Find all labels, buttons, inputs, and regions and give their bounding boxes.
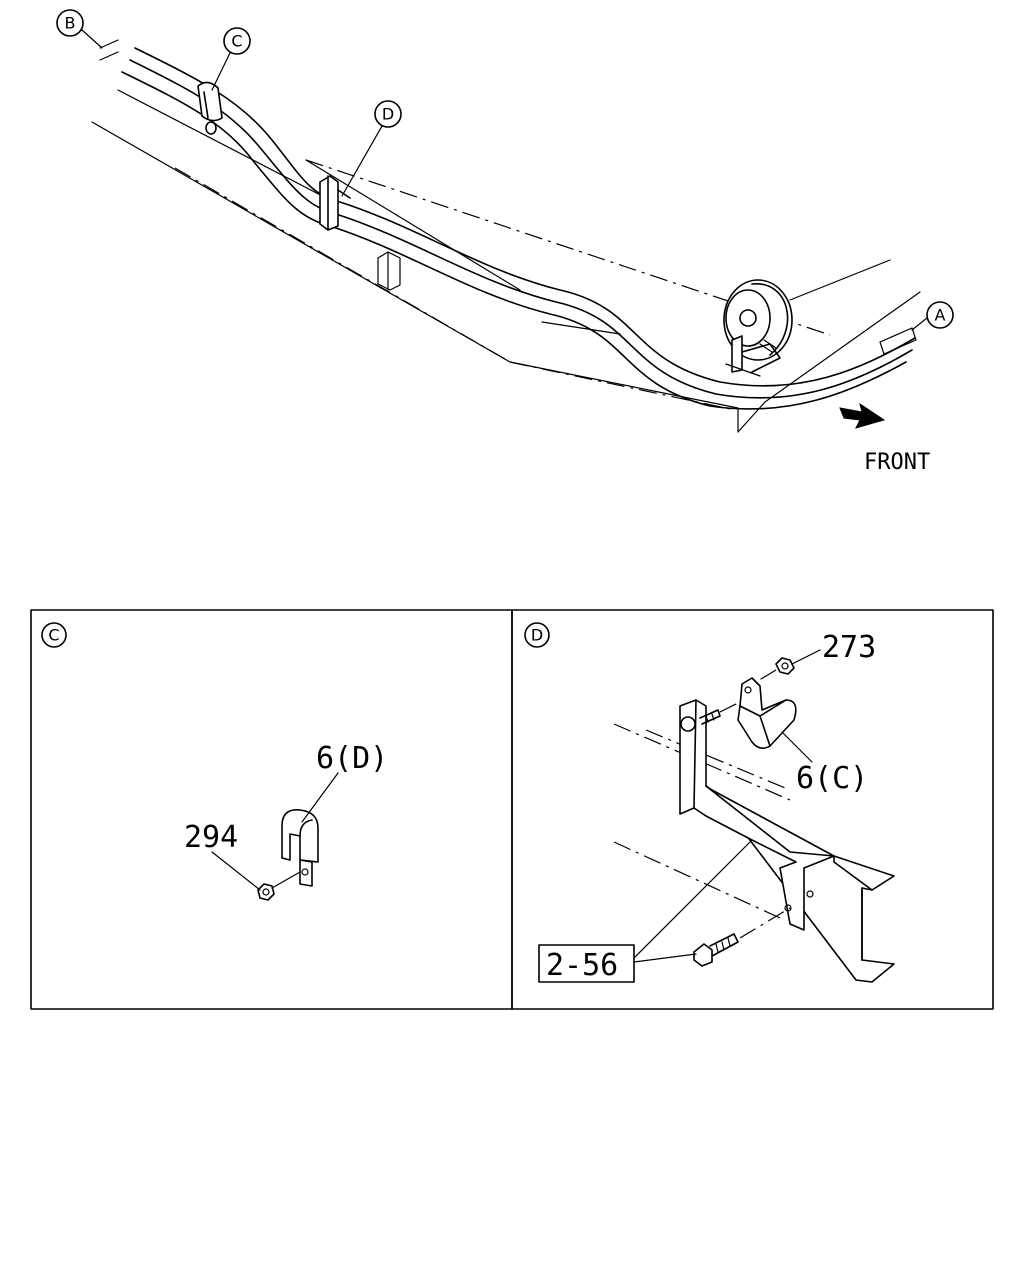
callout-d-label: D bbox=[382, 105, 394, 124]
part-label-2-56: 2-56 bbox=[546, 948, 618, 983]
part-label-6c: 6(C) bbox=[796, 761, 868, 796]
pipe-clip-c bbox=[197, 81, 223, 135]
hex-nut-294-icon bbox=[257, 871, 301, 901]
callout-c-label: C bbox=[231, 32, 242, 51]
callout-b-label: B bbox=[65, 14, 76, 33]
screw-icon bbox=[699, 699, 745, 725]
canister bbox=[723, 279, 793, 377]
front-label: FRONT bbox=[864, 450, 930, 475]
callout-a: A bbox=[911, 301, 954, 331]
fuel-pipes bbox=[99, 39, 917, 410]
front-arrow-icon bbox=[839, 402, 886, 429]
bracket-2-56 bbox=[679, 699, 835, 931]
hex-nut-273-icon bbox=[755, 657, 795, 683]
bolt-icon bbox=[693, 907, 791, 967]
pipe-clip-6c bbox=[737, 677, 797, 750]
detail-c-panel: C 6(D) 294 bbox=[30, 609, 513, 1010]
callout-d: D bbox=[341, 100, 402, 197]
part-label-6d: 6(D) bbox=[316, 741, 388, 776]
main-view: B C D A FRONT bbox=[56, 9, 954, 475]
callout-a-label: A bbox=[935, 306, 946, 325]
pipe-clip-6d bbox=[281, 809, 319, 887]
callout-c: C bbox=[211, 27, 251, 91]
detail-c-badge: C bbox=[48, 626, 59, 645]
pipe-clip-d bbox=[319, 175, 351, 231]
part-label-294: 294 bbox=[184, 820, 238, 855]
detail-d-panel: D bbox=[511, 609, 994, 1010]
detail-d-badge: D bbox=[531, 626, 543, 645]
part-label-box-2-56 bbox=[538, 944, 635, 983]
frame-rail bbox=[91, 89, 921, 433]
callout-b: B bbox=[56, 9, 103, 49]
part-label-273: 273 bbox=[822, 630, 876, 665]
